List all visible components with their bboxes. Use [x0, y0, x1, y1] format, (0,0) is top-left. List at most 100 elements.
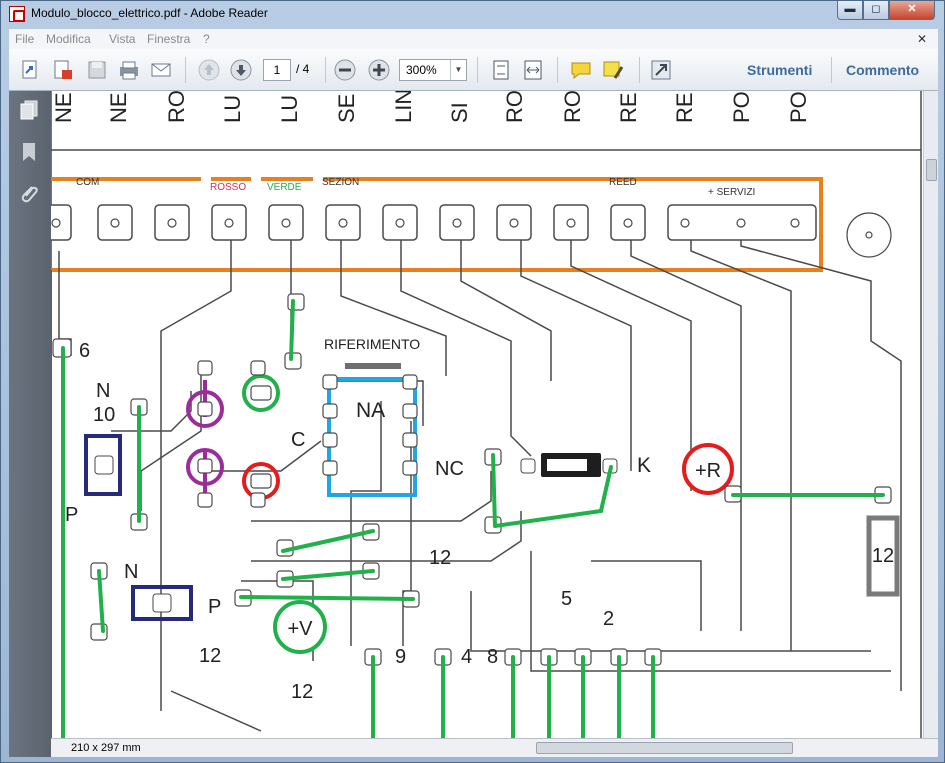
header-label-rosso: ROSSO — [210, 182, 246, 193]
connector-label: RO — [560, 91, 585, 123]
connector-label: RO — [164, 91, 189, 123]
email-icon[interactable] — [149, 58, 173, 82]
header-pads — [51, 204, 817, 241]
save-icon[interactable] — [85, 58, 109, 82]
comment-pane-button[interactable]: Commento — [846, 62, 920, 78]
status-bar: 210 x 297 mm — [51, 738, 938, 757]
copper-traces — [51, 236, 902, 738]
zoom-level-select[interactable]: 300% ▼ — [399, 59, 467, 81]
relay-pads — [322, 374, 418, 476]
attachments-icon[interactable] — [18, 183, 40, 205]
header-label-com: COM — [76, 177, 99, 188]
next-page-icon[interactable] — [229, 58, 253, 82]
connector-label: PO — [729, 91, 754, 123]
print-icon[interactable] — [117, 58, 141, 82]
connector-label: SE — [334, 94, 359, 123]
page-size-label: 210 x 297 mm — [71, 742, 141, 754]
horizontal-scroll-thumb[interactable] — [536, 742, 793, 754]
fit-width-icon[interactable] — [521, 58, 545, 82]
zoom-out-icon[interactable] — [333, 58, 357, 82]
label-8: 8 — [487, 646, 498, 668]
fit-page-icon[interactable] — [489, 58, 513, 82]
label-9: 9 — [395, 646, 406, 668]
toolbar-separator — [477, 57, 478, 83]
riferimento-label: RIFERIMENTO — [324, 336, 420, 352]
led-green — [242, 374, 280, 412]
create-pdf-icon[interactable] — [51, 58, 75, 82]
window-title: Modulo_blocco_elettrico.pdf - Adobe Read… — [31, 6, 268, 20]
navy-component-top — [84, 434, 122, 496]
relay-label-na: NA — [356, 399, 385, 422]
label-p-left: P — [65, 504, 78, 526]
connector-label: RO — [502, 91, 527, 123]
label-12: 12 — [429, 547, 451, 569]
connector-label: RE — [616, 92, 641, 123]
pcb-layout-page: NE NE RO LU LU SE LIN SI RO RO RE RE PO … — [51, 91, 922, 738]
page-outline — [51, 91, 922, 738]
maximize-button[interactable]: ◻ — [863, 1, 889, 20]
navy-component-bottom — [131, 585, 193, 621]
document-close-icon[interactable]: ✕ — [917, 32, 928, 46]
plus-r-label: +R — [695, 460, 721, 482]
menu-bar: File Modifica Vista Finestra ? ✕ — [9, 29, 938, 49]
toolbar-separator — [639, 57, 640, 83]
toolbar: 1 / 4 300% ▼ Strumenti Commento — [9, 49, 938, 91]
menu-file[interactable]: File — [15, 32, 35, 46]
label-4: 4 — [461, 646, 472, 668]
vertical-scroll-thumb[interactable] — [926, 159, 937, 181]
previous-page-icon[interactable] — [197, 58, 221, 82]
sticky-note-icon[interactable] — [569, 58, 593, 82]
label-12: 12 — [199, 645, 221, 667]
diode-k — [520, 453, 618, 477]
menu-help[interactable]: ? — [203, 32, 210, 46]
header-label-sezion: SEZION — [322, 177, 359, 188]
plus-v-ring — [273, 600, 327, 654]
title-bar[interactable]: Modulo_blocco_elettrico.pdf - Adobe Read… — [1, 1, 945, 27]
gray-component — [866, 515, 900, 597]
bookmarks-icon[interactable] — [18, 141, 40, 163]
menu-modifica[interactable]: Modifica — [46, 32, 91, 46]
label-2: 2 — [603, 608, 614, 630]
zoom-level-value: 300% — [406, 63, 437, 77]
page-thumbnails-icon[interactable] — [18, 99, 40, 121]
label-n-top: N — [96, 380, 110, 402]
label-6: 6 — [79, 340, 90, 362]
menu-finestra[interactable]: Finestra — [147, 32, 191, 46]
toolbar-separator — [325, 57, 326, 83]
connector-label: NE — [106, 92, 131, 123]
label-5: 5 — [561, 588, 572, 610]
zoom-in-icon[interactable] — [367, 58, 391, 82]
document-view[interactable]: NE NE RO LU LU SE LIN SI RO RO RE RE PO … — [51, 91, 923, 738]
header-label-verde: VERDE — [267, 182, 302, 193]
open-file-icon[interactable] — [19, 58, 43, 82]
label-10: 10 — [93, 404, 115, 426]
label-12: 12 — [291, 681, 313, 703]
menu-vista[interactable]: Vista — [109, 32, 136, 46]
relay-label-nc: NC — [435, 458, 464, 480]
page-number-input[interactable]: 1 — [263, 59, 291, 81]
vertical-scrollbar[interactable] — [923, 91, 938, 738]
minimize-button[interactable]: ▬ — [837, 1, 863, 20]
led-magenta — [186, 380, 224, 496]
adobe-reader-icon — [9, 6, 25, 22]
toolbar-separator — [831, 57, 832, 83]
jumper-wires — [61, 299, 885, 738]
full-screen-icon[interactable] — [649, 58, 673, 82]
label-p-bottom: P — [208, 596, 221, 618]
plus-v-label: +V — [287, 618, 313, 640]
highlight-text-icon[interactable] — [601, 58, 625, 82]
navigation-pane — [9, 91, 51, 757]
plus-r-ring — [682, 443, 734, 495]
connector-label: LU — [220, 95, 245, 123]
relay-outline — [327, 377, 417, 497]
chevron-down-icon[interactable]: ▼ — [450, 60, 466, 80]
component-pads — [52, 293, 892, 666]
label-12-gray: 12 — [872, 545, 894, 567]
tools-pane-button[interactable]: Strumenti — [747, 62, 813, 78]
connector-label: LU — [277, 95, 302, 123]
connector-label: RE — [672, 92, 697, 123]
toolbar-separator — [185, 57, 186, 83]
toolbar-separator — [557, 57, 558, 83]
close-button[interactable]: ✕ — [889, 1, 935, 20]
